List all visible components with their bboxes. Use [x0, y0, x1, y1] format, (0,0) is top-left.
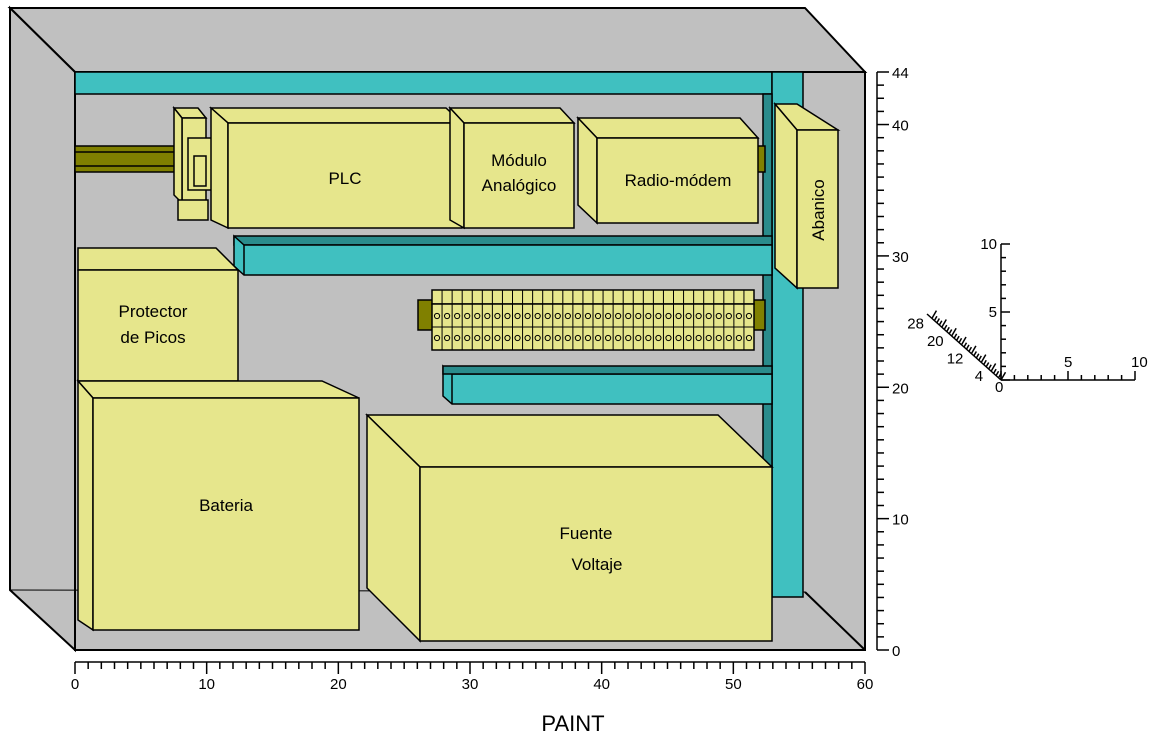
- components: PLC Módulo Analógico Radio-módem Abanico: [76, 101, 841, 643]
- x-tick-label: 30: [462, 676, 479, 693]
- axis3d-horizontal-tick: 10: [1131, 354, 1148, 371]
- breaker-block: [172, 105, 213, 221]
- power-supply: Fuente Voltaje: [365, 413, 774, 643]
- x-tick-label: 0: [71, 676, 79, 693]
- plc-module: PLC: [209, 106, 464, 230]
- top-din-rail: [74, 145, 176, 173]
- top-cable-duct: [74, 71, 773, 95]
- x-tick-label: 60: [857, 676, 874, 693]
- axis3d-depth-tick: 20: [927, 333, 944, 350]
- y-tick-label: 10: [892, 512, 909, 529]
- axis3d-origin-label: 0: [995, 379, 1003, 396]
- fuente-label-line2: Voltaje: [571, 555, 622, 574]
- abanico-label: Abanico: [809, 179, 828, 240]
- plc-label: PLC: [328, 169, 361, 188]
- cabinet-left-wall: [9, 5, 76, 653]
- y-ruler: 0 10 20 30 40 44: [876, 65, 909, 660]
- y-tick-label: 44: [892, 65, 909, 82]
- radio-modem-label: Radio-módem: [625, 171, 732, 190]
- axis3d-vertical-tick: 5: [989, 304, 997, 321]
- cable-ducts: [74, 71, 804, 598]
- fuente-label-line1: Fuente: [560, 524, 613, 543]
- cabinet-top-wall: [7, 7, 868, 73]
- terminal-block-strip: [431, 289, 755, 351]
- analog-module-label-line2: Analógico: [482, 176, 557, 195]
- protector-label-line1: Protector: [119, 302, 188, 321]
- axis3d-vertical-tick: 10: [980, 236, 997, 253]
- analog-module: Módulo Analógico: [448, 106, 576, 230]
- caption-paint: PAINT: [541, 711, 604, 736]
- axis3d-depth-tick: 4: [975, 368, 983, 385]
- axis3d-horizontal-tick: 5: [1064, 354, 1072, 371]
- battery: Bateria: [76, 379, 360, 632]
- x-ruler: 0 10 20 30 40 50 60: [71, 661, 874, 693]
- x-tick-label: 50: [725, 676, 742, 693]
- y-tick-label: 0: [892, 643, 900, 660]
- y-tick-label: 40: [892, 118, 909, 135]
- axis3d-depth-tick: 28: [907, 315, 924, 332]
- y-tick-label: 30: [892, 249, 909, 266]
- axis3d-depth-tick: 12: [947, 351, 964, 368]
- y-tick-label: 20: [892, 380, 909, 397]
- protector-label-line2: de Picos: [120, 328, 185, 347]
- x-tick-label: 20: [330, 676, 347, 693]
- bateria-label: Bateria: [199, 496, 253, 515]
- fan-abanico: Abanico: [773, 101, 841, 290]
- surge-protector: Protector de Picos: [77, 247, 240, 382]
- analog-module-label-line1: Módulo: [491, 151, 547, 170]
- middle-duct-hatch: [233, 235, 773, 246]
- radio-modem: Radio-módem: [576, 116, 760, 225]
- x-tick-label: 40: [593, 676, 610, 693]
- x-tick-label: 10: [198, 676, 215, 693]
